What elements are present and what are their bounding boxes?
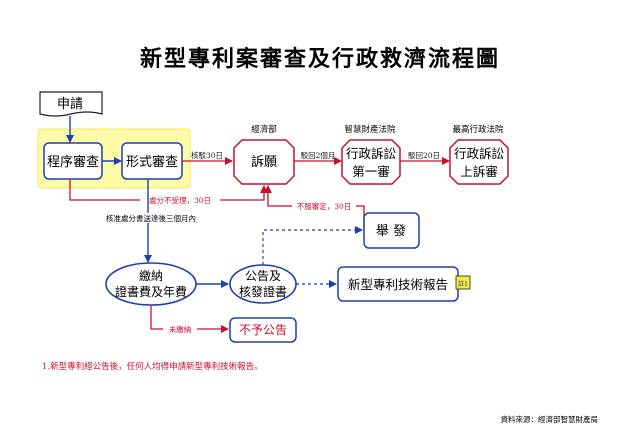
appeal-box: [233, 139, 295, 185]
invalidation-label: 舉 發: [376, 223, 406, 239]
label-to-upper: 駁回20日: [408, 150, 440, 160]
note-mark-box: [455, 275, 471, 290]
no-announce-box: [229, 317, 297, 343]
agency-ip-court: 智慧財產法院: [344, 124, 396, 135]
admin-appeal-instance-box: [449, 139, 509, 185]
admin-first-instance-label-2: 第一審: [352, 164, 390, 179]
footnote: 1.新型專利經公告後，任何人均得申請新型專利技術報告。: [42, 361, 263, 372]
note-mark-label: 註1: [458, 280, 468, 288]
admin-first-instance-label-1: 行政訴訟: [346, 146, 397, 161]
apply-document-box: [39, 91, 103, 117]
announce-label-1: 公告及: [245, 269, 281, 283]
label-not-paid: 未繳納: [169, 324, 192, 334]
procedural-review-label: 程序審查: [47, 155, 99, 170]
admin-appeal-instance-label-2: 上訴審: [460, 164, 498, 179]
label-not-accepted: 處分不受理，30日: [149, 195, 211, 205]
appeal-label: 訴願: [251, 154, 277, 170]
dashed-announce-to-invalidation: [262, 226, 363, 265]
tech-report-label: 新型專利技術報告: [348, 277, 448, 292]
announce-label-2: 核發證書: [239, 284, 287, 299]
label-to-first: 駁回2個月: [301, 150, 336, 160]
formal-review-label: 形式審查: [126, 155, 178, 170]
agency-supreme-admin: 最高行政法院: [452, 124, 504, 135]
diagram-title: 新型專利案審查及行政救濟流程圖: [140, 46, 500, 72]
payment-label-1: 繳納: [139, 268, 163, 283]
agency-moea: 經濟部: [251, 124, 277, 135]
admin-first-instance-box: [341, 139, 401, 185]
admin-appeal-instance-label-1: 行政訴訟: [454, 146, 505, 161]
path-not-paid: [150, 305, 229, 333]
no-announce-label: 不予公告: [239, 323, 287, 337]
payment-label-2: 證書費及年費: [115, 284, 187, 299]
source-note: 資料來源：經濟部智慧財產局: [501, 414, 599, 424]
invalidation-box: [363, 212, 420, 249]
label-to-appeal: 核駁30日: [191, 150, 223, 160]
label-dissatisfied: 不服審定，30日: [297, 201, 352, 211]
apply-label: 申請: [57, 97, 83, 112]
label-approval-note: 核准處分書送達後三個月內: [106, 213, 196, 223]
